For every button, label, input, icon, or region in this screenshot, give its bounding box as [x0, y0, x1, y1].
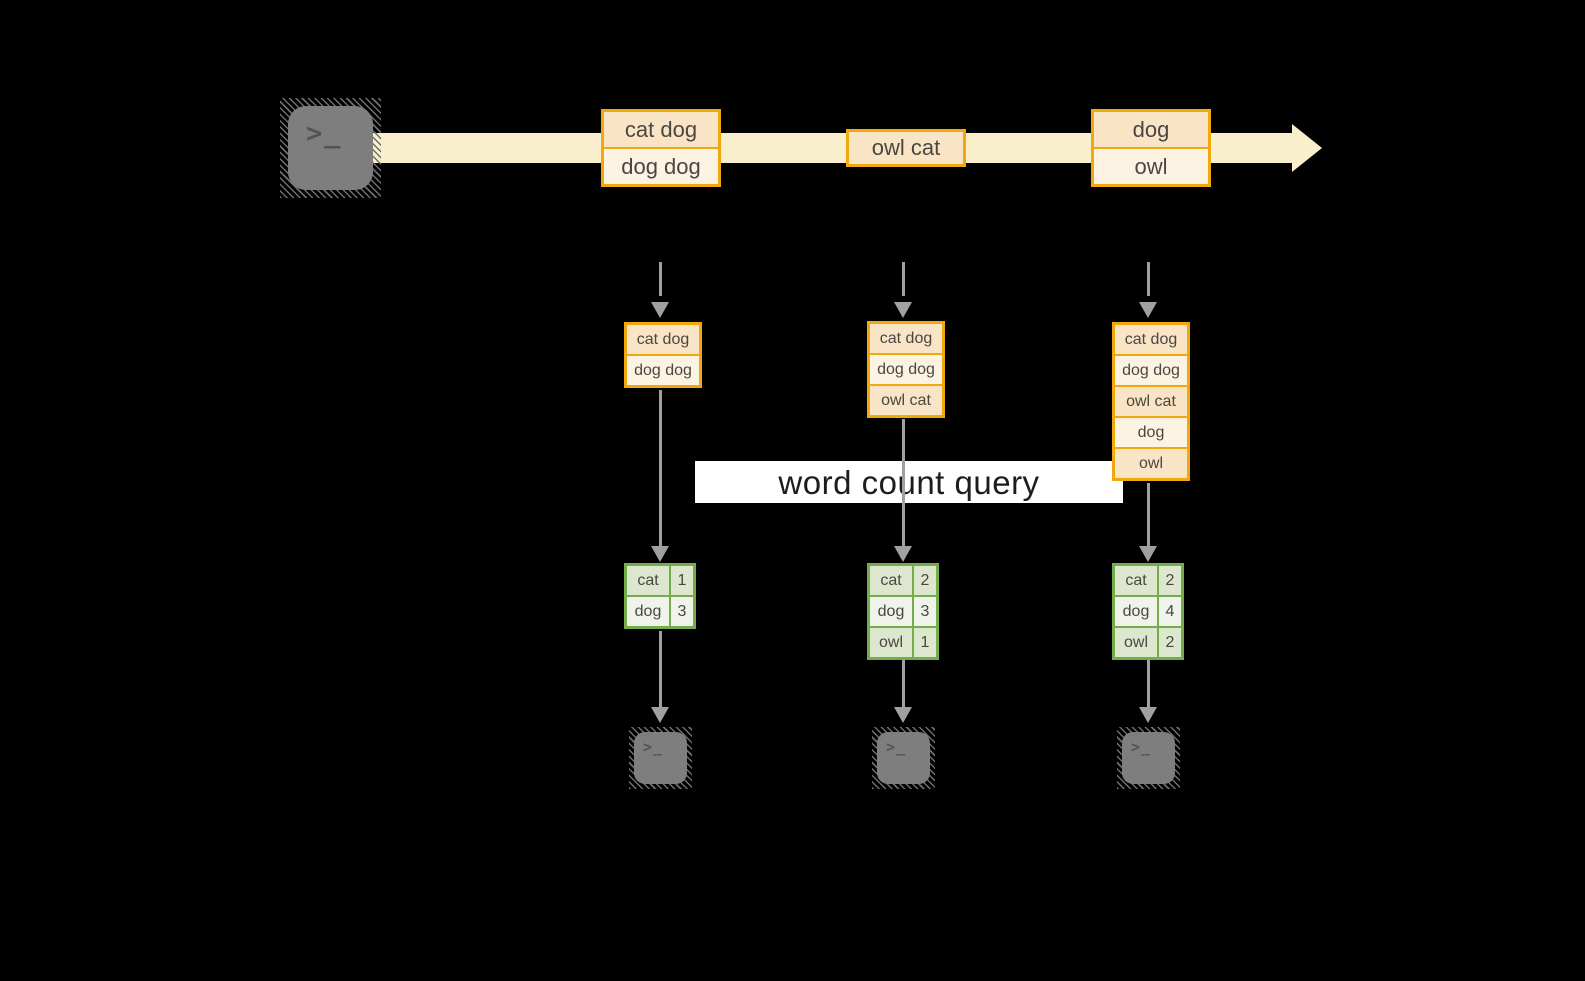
count-word-cell: owl [870, 628, 914, 657]
terminal-prompt-glyph: >_ [306, 118, 343, 149]
batch-line: dog [1094, 112, 1208, 147]
count-row: cat 2 [870, 566, 936, 595]
count-value-cell: 1 [920, 634, 930, 651]
count-word-cell: cat [870, 566, 914, 595]
batch-line: owl [1094, 147, 1208, 184]
count-value-cell: 3 [677, 603, 687, 620]
arrow-head [894, 546, 912, 562]
count-table-1: cat 1 dog 3 [624, 563, 696, 629]
stream-batch-box-2: owl cat [846, 129, 966, 167]
arrow-line [902, 660, 905, 707]
dashed-arrow-head [1139, 302, 1157, 318]
terminal-prompt-glyph: >_ [886, 738, 907, 756]
input-state-box-1: cat dog dog dog [624, 322, 702, 388]
dashed-arrow-head [894, 302, 912, 318]
count-word-cell: dog [1115, 597, 1159, 626]
count-row: dog 3 [627, 595, 693, 626]
arrow-head [1139, 707, 1157, 723]
output-terminal-icon-3: >_ [1117, 727, 1180, 789]
count-row: owl 1 [870, 626, 936, 657]
arrow-head [894, 707, 912, 723]
terminal-prompt-glyph: >_ [1131, 738, 1152, 756]
arrow-head [1139, 546, 1157, 562]
count-value-cell: 3 [920, 603, 930, 620]
arrow-head [651, 707, 669, 723]
state-row: dog dog [870, 353, 942, 384]
terminal-screen: >_ [1122, 732, 1175, 784]
state-row: dog dog [1115, 354, 1187, 385]
state-row: owl cat [870, 384, 942, 415]
arrow-line [659, 390, 662, 546]
count-value-cell: 2 [1165, 572, 1175, 589]
query-label: word count query [778, 464, 1040, 501]
arrow-line [1147, 483, 1150, 546]
stream-batch-box-1: cat dog dog dog [601, 109, 721, 187]
arrow-line [902, 419, 905, 546]
count-value-cell: 2 [1165, 634, 1175, 651]
count-table-3: cat 2 dog 4 owl 2 [1112, 563, 1184, 660]
state-row: owl cat [1115, 385, 1187, 416]
count-value-cell: 2 [920, 572, 930, 589]
dashed-arrow-head [651, 302, 669, 318]
dashed-arrow-line [902, 262, 905, 296]
terminal-prompt-glyph: >_ [643, 738, 664, 756]
batch-line: owl cat [849, 132, 963, 164]
count-row: cat 2 [1115, 566, 1181, 595]
count-row: dog 3 [870, 595, 936, 626]
count-row: owl 2 [1115, 626, 1181, 657]
state-row: dog [1115, 416, 1187, 447]
count-value-cell: 1 [677, 572, 687, 589]
count-word-cell: dog [870, 597, 914, 626]
count-row: cat 1 [627, 566, 693, 595]
state-row: cat dog [627, 325, 699, 354]
count-word-cell: owl [1115, 628, 1159, 657]
arrow-line [1147, 660, 1150, 707]
state-row: owl [1115, 447, 1187, 478]
output-terminal-icon-2: >_ [872, 727, 935, 789]
terminal-screen: >_ [634, 732, 687, 784]
state-row: cat dog [870, 324, 942, 353]
batch-line: dog dog [604, 147, 718, 184]
arrow-line [659, 631, 662, 707]
arrow-head [651, 546, 669, 562]
dashed-arrow-line [659, 262, 662, 296]
count-table-2: cat 2 dog 3 owl 1 [867, 563, 939, 660]
output-terminal-icon-1: >_ [629, 727, 692, 789]
source-terminal-icon: >_ [280, 98, 381, 198]
state-row: dog dog [627, 354, 699, 385]
count-word-cell: cat [627, 566, 671, 595]
stream-arrowhead [1292, 124, 1322, 172]
count-word-cell: cat [1115, 566, 1159, 595]
query-banner: word count query [695, 461, 1123, 503]
input-state-box-3: cat dog dog dog owl cat dog owl [1112, 322, 1190, 481]
dashed-arrow-line [1147, 262, 1150, 296]
terminal-screen: >_ [877, 732, 930, 784]
terminal-screen: >_ [288, 106, 373, 190]
count-row: dog 4 [1115, 595, 1181, 626]
count-word-cell: dog [627, 597, 671, 626]
input-state-box-2: cat dog dog dog owl cat [867, 321, 945, 418]
state-row: cat dog [1115, 325, 1187, 354]
count-value-cell: 4 [1165, 603, 1175, 620]
stream-batch-box-3: dog owl [1091, 109, 1211, 187]
batch-line: cat dog [604, 112, 718, 147]
